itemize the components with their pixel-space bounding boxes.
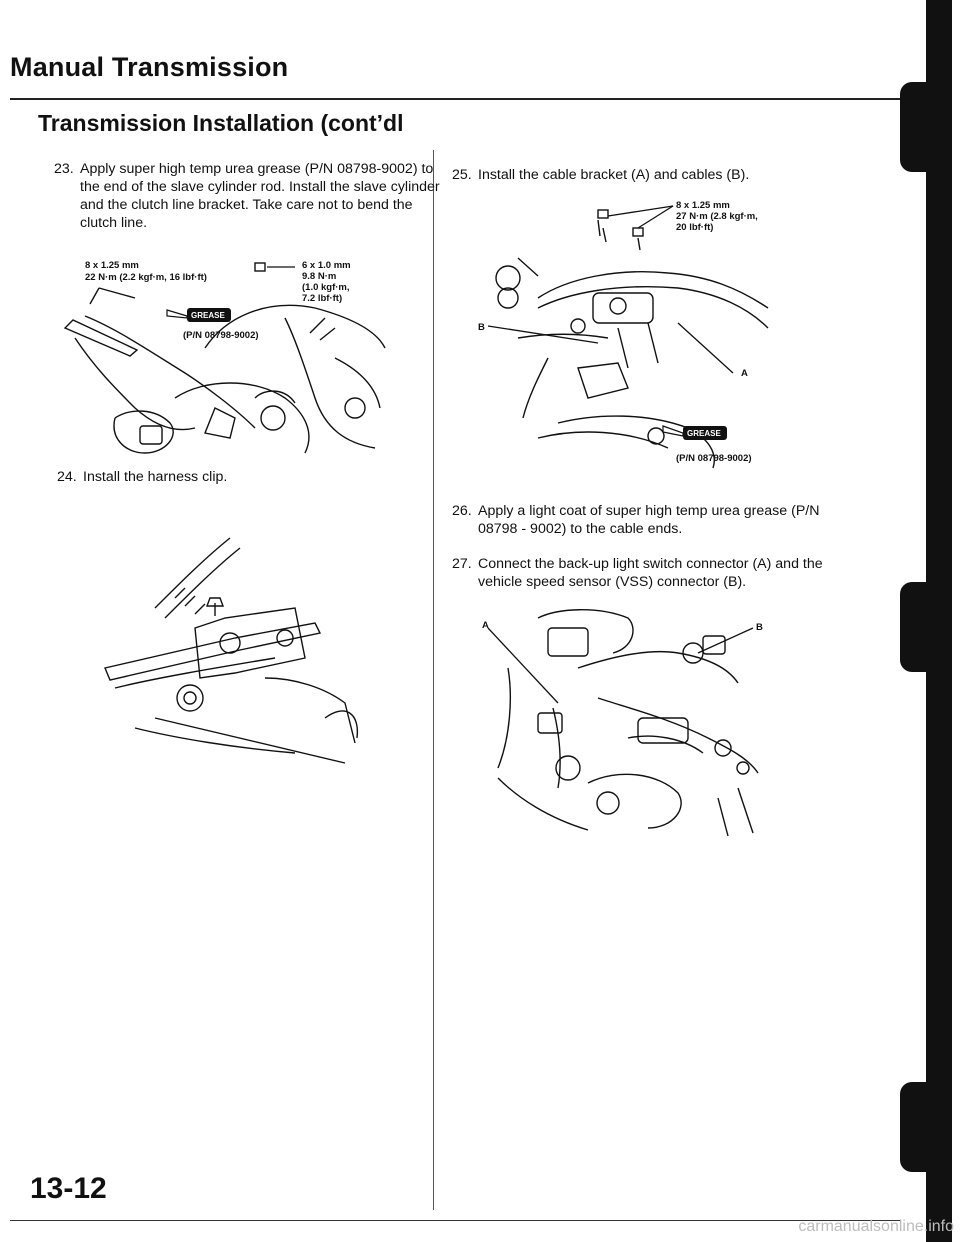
grease-label: GREASE — [191, 311, 225, 320]
title-rule — [10, 98, 900, 100]
label-b: B — [478, 322, 485, 333]
grease-part-number: (P/N 08798-9002) — [183, 330, 259, 341]
bolt-right-size: 6 x 1.0 mm — [302, 260, 351, 271]
step-number: 23. — [54, 161, 74, 177]
bolt-left-torque: 22 N·m (2.2 kgf·m, 16 lbf·ft) — [85, 272, 207, 283]
cable-bracket-drawing — [495, 209, 769, 469]
step-text: Connect the back-up light switch connect… — [478, 556, 823, 590]
step-text: Apply a light coat of super high temp ur… — [478, 503, 820, 537]
step-number: 25. — [452, 167, 472, 183]
harness-clip-figure — [95, 528, 375, 768]
page-title: Manual Transmission — [10, 52, 289, 82]
step-text: Install the cable bracket (A) and cables… — [478, 167, 750, 183]
step-27: 27. Connect the back-up light switch con… — [452, 555, 832, 599]
grease-tube-icon: GREASE — [166, 308, 231, 322]
step-text: Apply super high temp urea grease (P/N 0… — [80, 161, 440, 231]
slave-cylinder-drawing — [63, 287, 386, 454]
bolt-lbf: 20 lbf·ft) — [676, 222, 713, 233]
page-number: 13-12 — [30, 1172, 107, 1205]
connector-drawing — [497, 609, 759, 837]
step-number: 24. — [57, 469, 77, 485]
step-25: 25. Install the cable bracket (A) and ca… — [452, 166, 832, 188]
label-a: A — [482, 620, 489, 631]
column-divider — [433, 150, 434, 1210]
bolt-left-size: 8 x 1.25 mm — [85, 260, 139, 271]
arrow-lines — [487, 627, 754, 704]
bolt-right-kgf: (1.0 kgf·m, — [302, 282, 350, 293]
label-b: B — [756, 622, 763, 633]
bottom-rule — [10, 1220, 900, 1221]
section-title: Transmission Installation (cont’dl — [38, 110, 404, 136]
cable-bracket-figure: 8 x 1.25 mm 27 N·m (2.8 kgf·m, 20 lbf·ft… — [478, 198, 778, 478]
bolt-torque: 27 N·m (2.8 kgf·m, — [676, 211, 758, 222]
connector-figure: A B — [478, 608, 778, 838]
index-tab-mark — [900, 1082, 940, 1172]
grease-label: GREASE — [687, 429, 721, 438]
grease-part-number: (P/N 08798-9002) — [676, 453, 752, 464]
bolt-size: 8 x 1.25 mm — [676, 200, 730, 211]
step-number: 26. — [452, 503, 472, 519]
index-tab-mark — [900, 582, 940, 672]
harness-clip-drawing — [104, 537, 359, 764]
grease-tube-icon: GREASE — [662, 425, 727, 440]
index-tab-mark — [900, 82, 940, 172]
watermark: carmanualsonline.info — [798, 1218, 954, 1235]
bolt-right-torque: 9.8 N·m — [302, 271, 336, 282]
step-23: 23. Apply super high temp urea grease (P… — [54, 160, 440, 240]
step-number: 27. — [452, 556, 472, 572]
step-text: Install the harness clip. — [83, 469, 228, 485]
step-24: 24. Install the harness clip. — [57, 468, 417, 490]
label-a: A — [741, 368, 748, 379]
bolt-right-lbf: 7.2 lbf·ft) — [302, 293, 342, 304]
step-26: 26. Apply a light coat of super high tem… — [452, 502, 826, 546]
slave-cylinder-figure: 8 x 1.25 mm 22 N·m (2.2 kgf·m, 16 lbf·ft… — [55, 258, 425, 458]
bolt-right-icon — [254, 262, 295, 272]
